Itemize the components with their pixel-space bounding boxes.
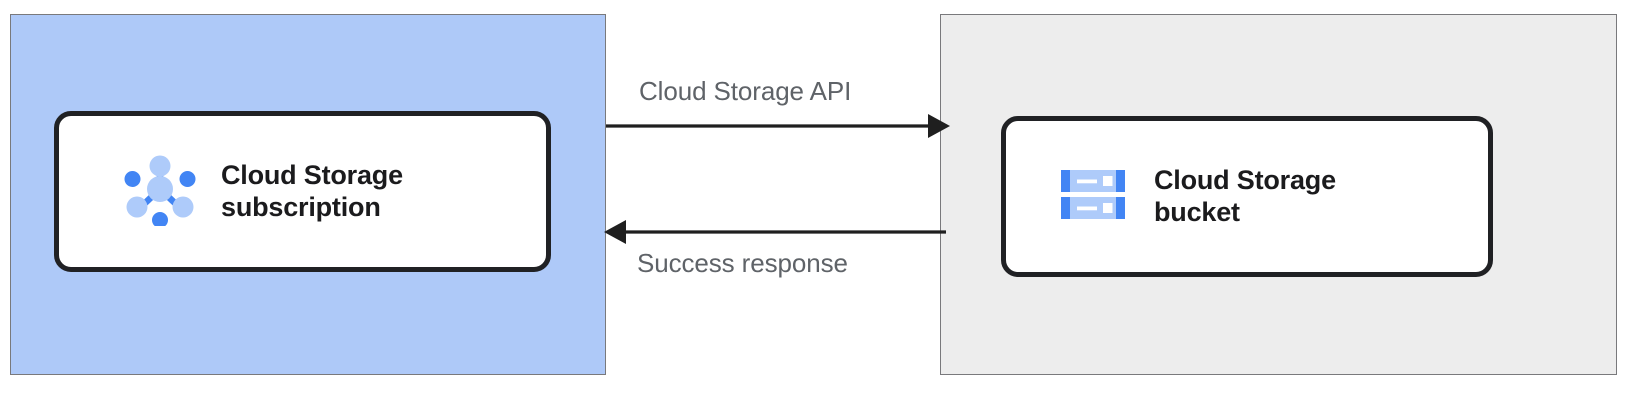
request-arrow-label: Cloud Storage API (639, 76, 852, 106)
bucket-card[interactable]: Cloud Storage bucket (1001, 116, 1493, 277)
cloud-storage-bucket-icon (1056, 157, 1130, 236)
subscription-card-label: Cloud Storage subscription (221, 159, 403, 222)
response-arrow (604, 220, 946, 244)
bucket-zone: Cloud Storage bucket (940, 14, 1617, 375)
pubsub-subscription-icon (123, 152, 197, 231)
response-arrow-label: Success response (637, 248, 848, 278)
subscription-zone: Cloud Storage subscription (10, 14, 606, 375)
subscription-card[interactable]: Cloud Storage subscription (54, 111, 551, 272)
request-arrow (606, 114, 950, 138)
bucket-card-label: Cloud Storage bucket (1154, 164, 1336, 227)
